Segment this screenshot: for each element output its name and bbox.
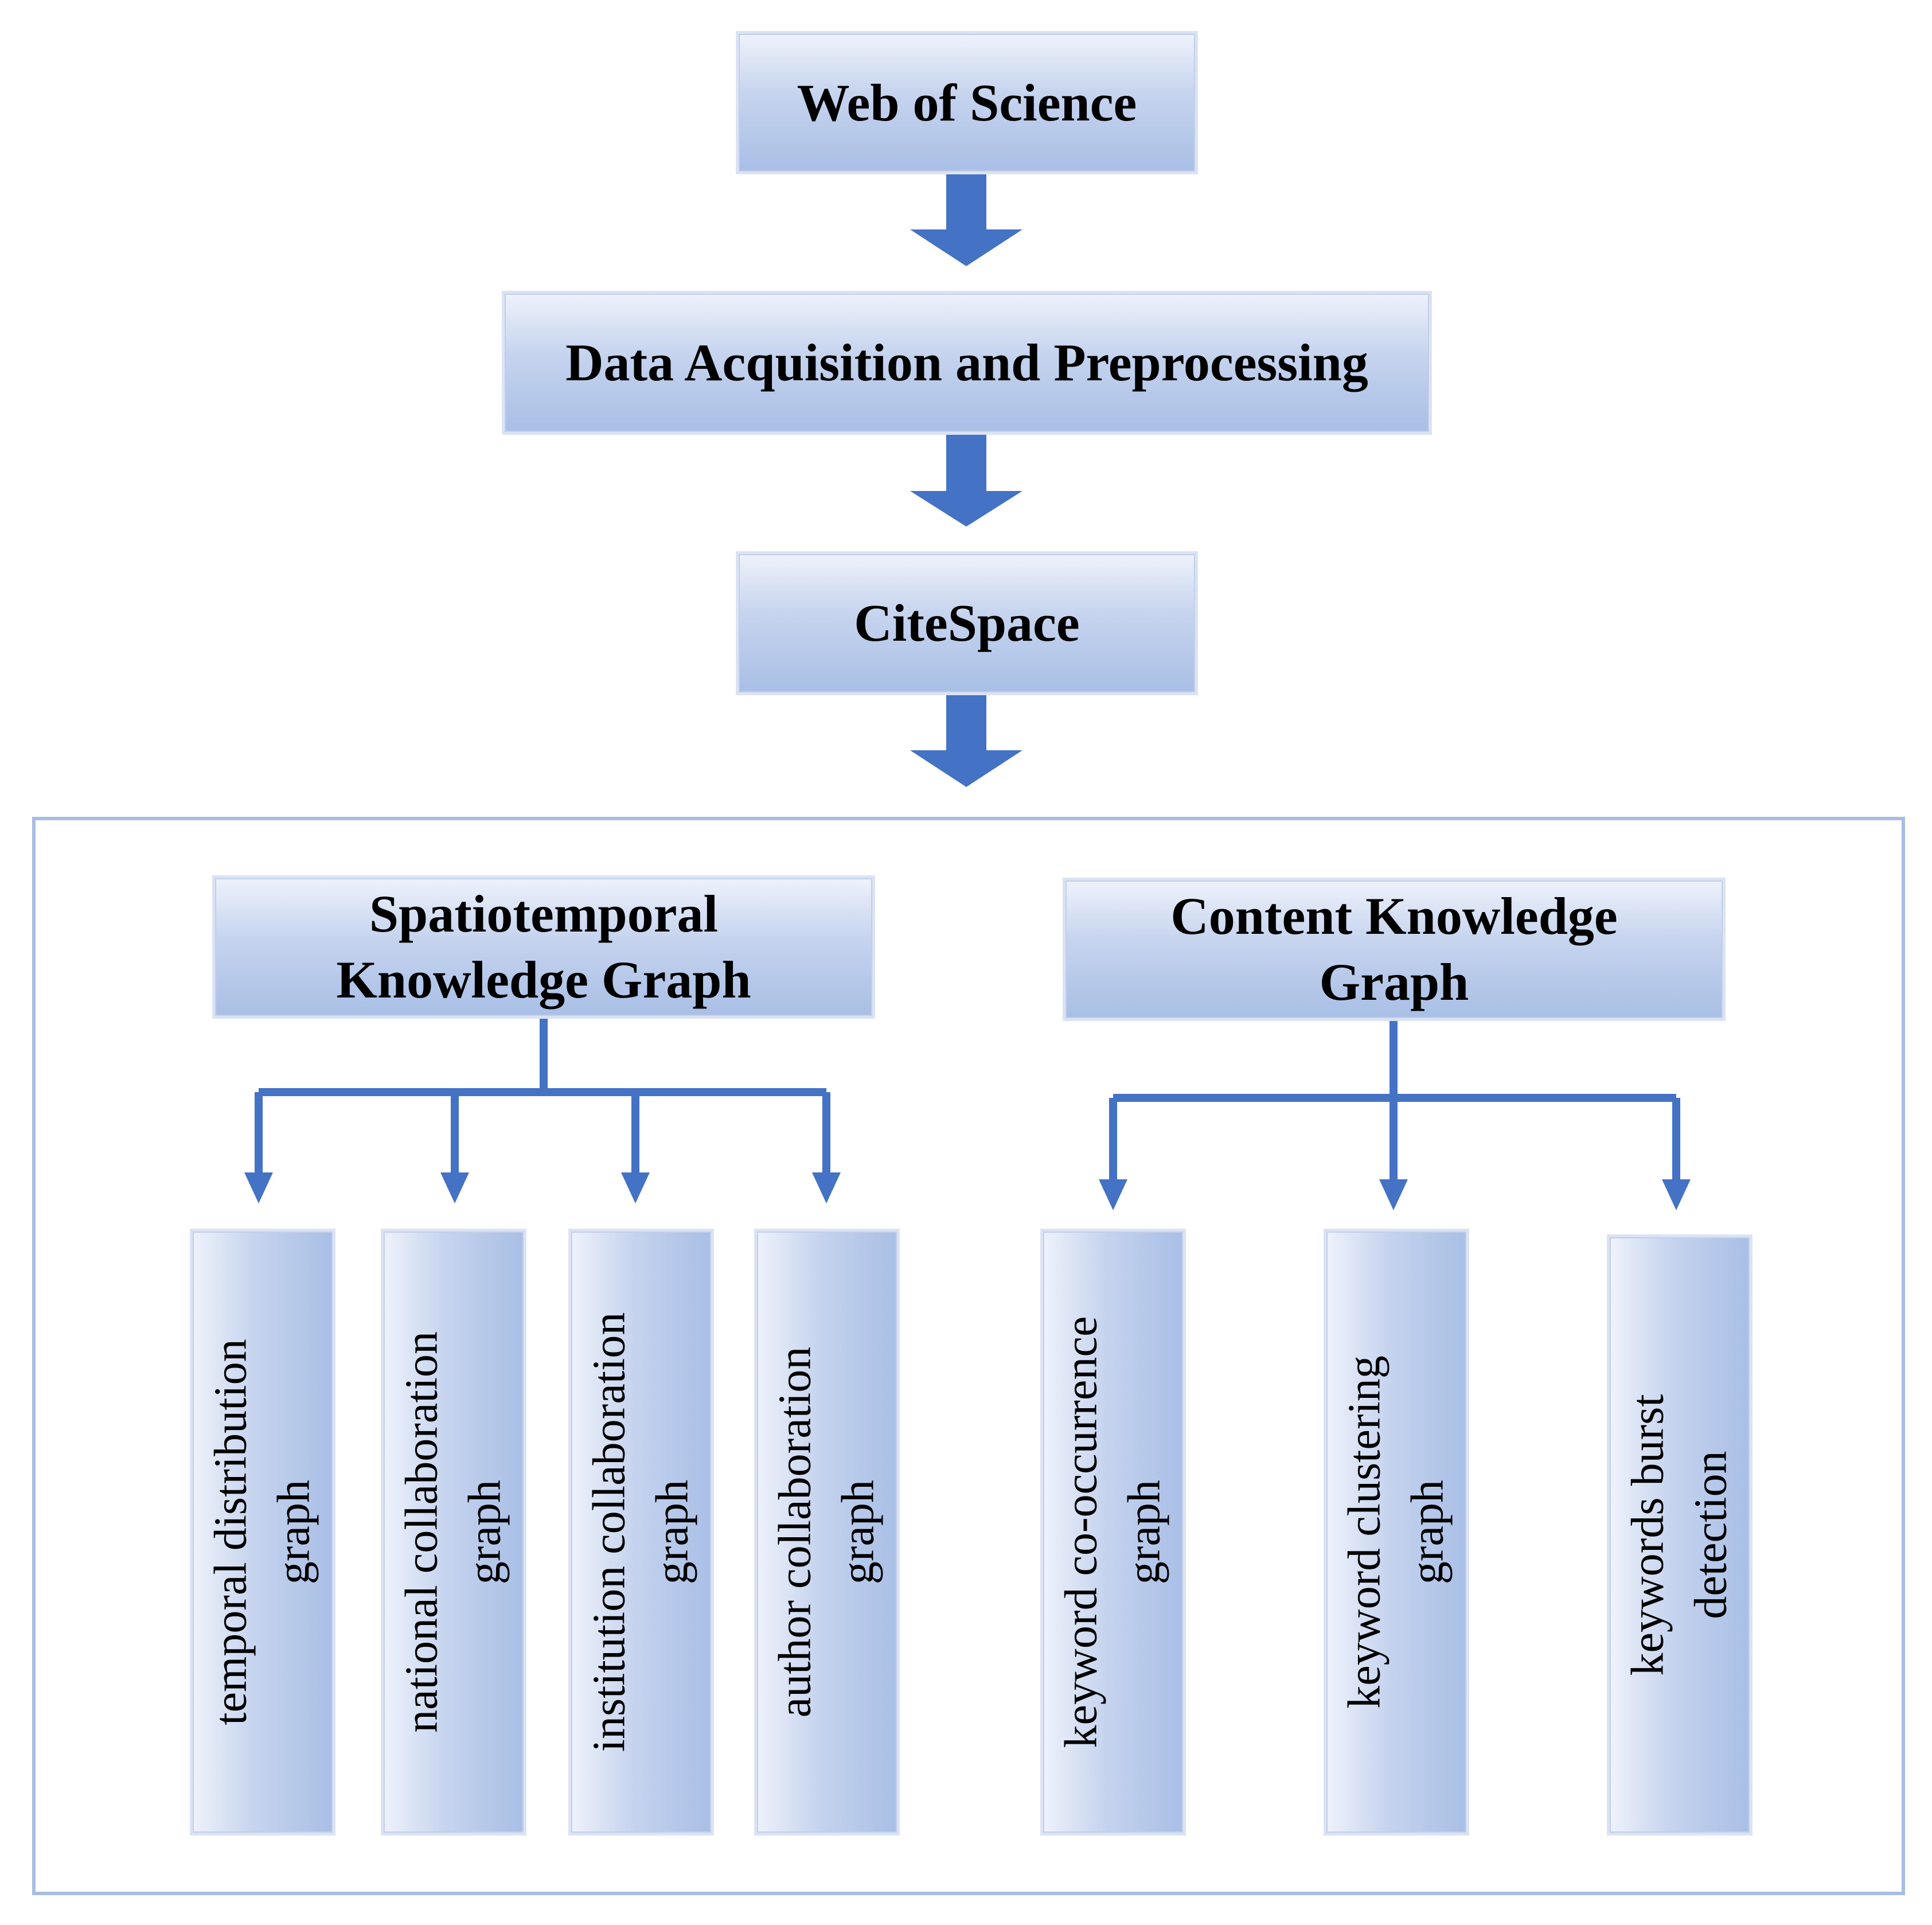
content-graph-box: Content Knowledge Graph	[1063, 878, 1726, 1021]
citespace-label: CiteSpace	[854, 594, 1080, 652]
data-acquisition-box: Data Acquisition and Preprocessing	[502, 291, 1432, 435]
arrow-down-3	[910, 695, 1022, 787]
spatio-arrowhead-1	[244, 1172, 273, 1203]
spatio-arrowhead-3	[621, 1172, 650, 1203]
data-acquisition-label: Data Acquisition and Preprocessing	[565, 333, 1368, 392]
arrow-down-2	[910, 435, 1022, 527]
institution-collaboration-box: institution collaboration graph	[568, 1229, 714, 1836]
citespace-box: CiteSpace	[736, 551, 1198, 695]
keyword-cooccurrence-box: keyword co-occurrence graph	[1040, 1229, 1186, 1836]
web-of-science-box: Web of Science	[736, 31, 1198, 174]
arrow-down-1	[910, 174, 1022, 266]
web-of-science-label: Web of Science	[797, 73, 1137, 132]
spatio-arrowhead-2	[440, 1172, 469, 1203]
national-collaboration-box: national collaboration graph	[381, 1229, 526, 1836]
author-collaboration-box: author collaboration graph	[754, 1229, 900, 1836]
spatiotemporal-title-line2: Knowledge Graph	[336, 950, 751, 1009]
content-arrowhead-1	[1099, 1179, 1127, 1210]
content-arrowhead-3	[1662, 1179, 1691, 1210]
results-frame	[32, 817, 1905, 1895]
spatio-arrowhead-4	[812, 1172, 841, 1203]
spatiotemporal-graph-box: Spatiotemporal Knowledge Graph	[212, 875, 875, 1019]
temporal-distribution-box: temporal distribution graph	[190, 1229, 335, 1836]
spatiotemporal-title-line1: Spatiotemporal	[369, 884, 719, 943]
content-arrowhead-2	[1379, 1179, 1408, 1210]
content-title-line1: Content Knowledge	[1170, 887, 1618, 945]
keywords-burst-box: keywords burst detection	[1607, 1234, 1753, 1836]
keyword-clustering-box: keyword clustering graph	[1324, 1229, 1469, 1836]
content-title-line2: Graph	[1319, 953, 1469, 1011]
